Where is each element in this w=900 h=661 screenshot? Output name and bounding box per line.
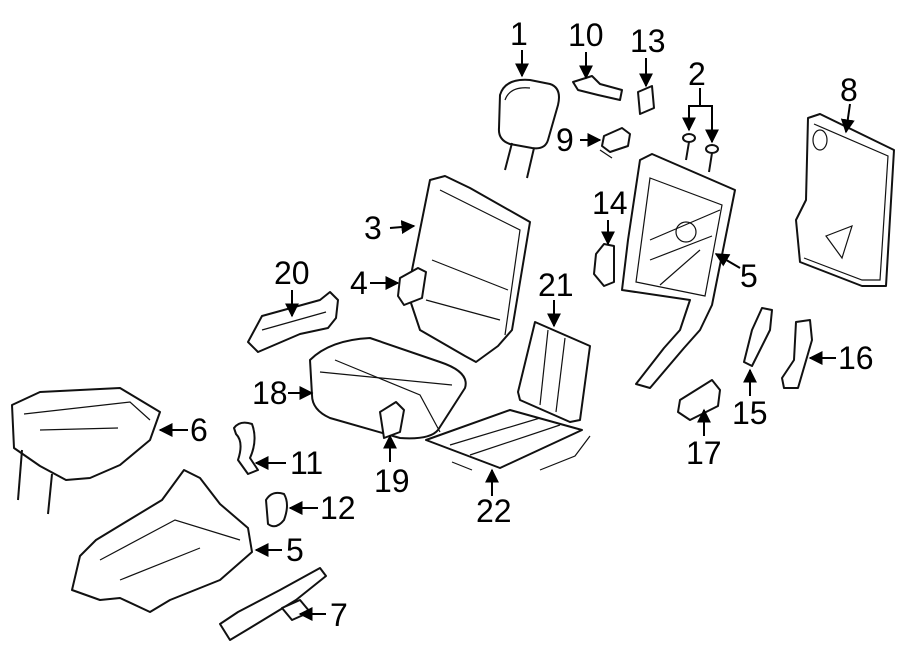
floor-part-22: [425, 409, 591, 471]
seat-frame-part-6: [11, 387, 161, 515]
callout-6: 6: [190, 412, 208, 448]
leader-2a: [682, 88, 701, 132]
callout-22: 22: [476, 493, 512, 529]
leader-3: [389, 220, 416, 235]
handle-part-11: [233, 421, 259, 475]
callout-labels: 1 2 3 4 5 5 6 7 8 9 10 11 12 13 14 15 16…: [190, 16, 874, 633]
frame-part-5-lower: [71, 469, 253, 613]
callout-19: 19: [374, 463, 410, 499]
headrest-part: [497, 78, 560, 179]
bezel-part-4: [397, 267, 427, 306]
callout-15: 15: [732, 395, 768, 431]
frame-part-5-upper: [621, 153, 736, 389]
callout-20: 20: [274, 255, 310, 291]
seatback-part: [409, 175, 531, 363]
callout-1: 1: [510, 16, 528, 52]
leader-8: [840, 103, 855, 134]
callout-5-upper: 5: [740, 258, 758, 294]
callout-5-lower: 5: [286, 532, 304, 568]
callout-13: 13: [630, 23, 666, 59]
callout-7: 7: [330, 597, 348, 633]
cover-part-14: [593, 243, 615, 287]
leader-2b: [700, 105, 719, 144]
callout-2: 2: [688, 56, 706, 92]
panel-part-21: [517, 321, 591, 423]
callout-14: 14: [592, 185, 628, 221]
leader-lines: [158, 50, 855, 621]
panel-part-8: [795, 113, 895, 287]
bracket-part-17: [677, 379, 721, 421]
callout-16: 16: [838, 340, 874, 376]
callout-4: 4: [350, 265, 368, 301]
leader-5a: [714, 253, 741, 269]
trim-part-19: [379, 401, 405, 439]
trim-part-16: [781, 319, 813, 389]
cushion-part-18: [309, 337, 467, 440]
callout-3: 3: [364, 210, 382, 246]
callout-10: 10: [568, 17, 604, 53]
callout-18: 18: [252, 375, 288, 411]
bolt-parts-2: [682, 133, 719, 173]
clip-part-10: [572, 75, 623, 101]
bracket-part-9: [599, 127, 631, 159]
track-part-7: [219, 567, 327, 641]
callout-8: 8: [840, 72, 858, 108]
trim-part-15: [743, 307, 773, 367]
cap-part-12: [265, 491, 288, 528]
callout-12: 12: [320, 490, 356, 526]
guide-part-13: [637, 85, 655, 115]
callout-11: 11: [290, 445, 323, 481]
callout-21: 21: [538, 267, 574, 303]
callout-17: 17: [686, 435, 722, 471]
callout-9: 9: [556, 122, 574, 158]
